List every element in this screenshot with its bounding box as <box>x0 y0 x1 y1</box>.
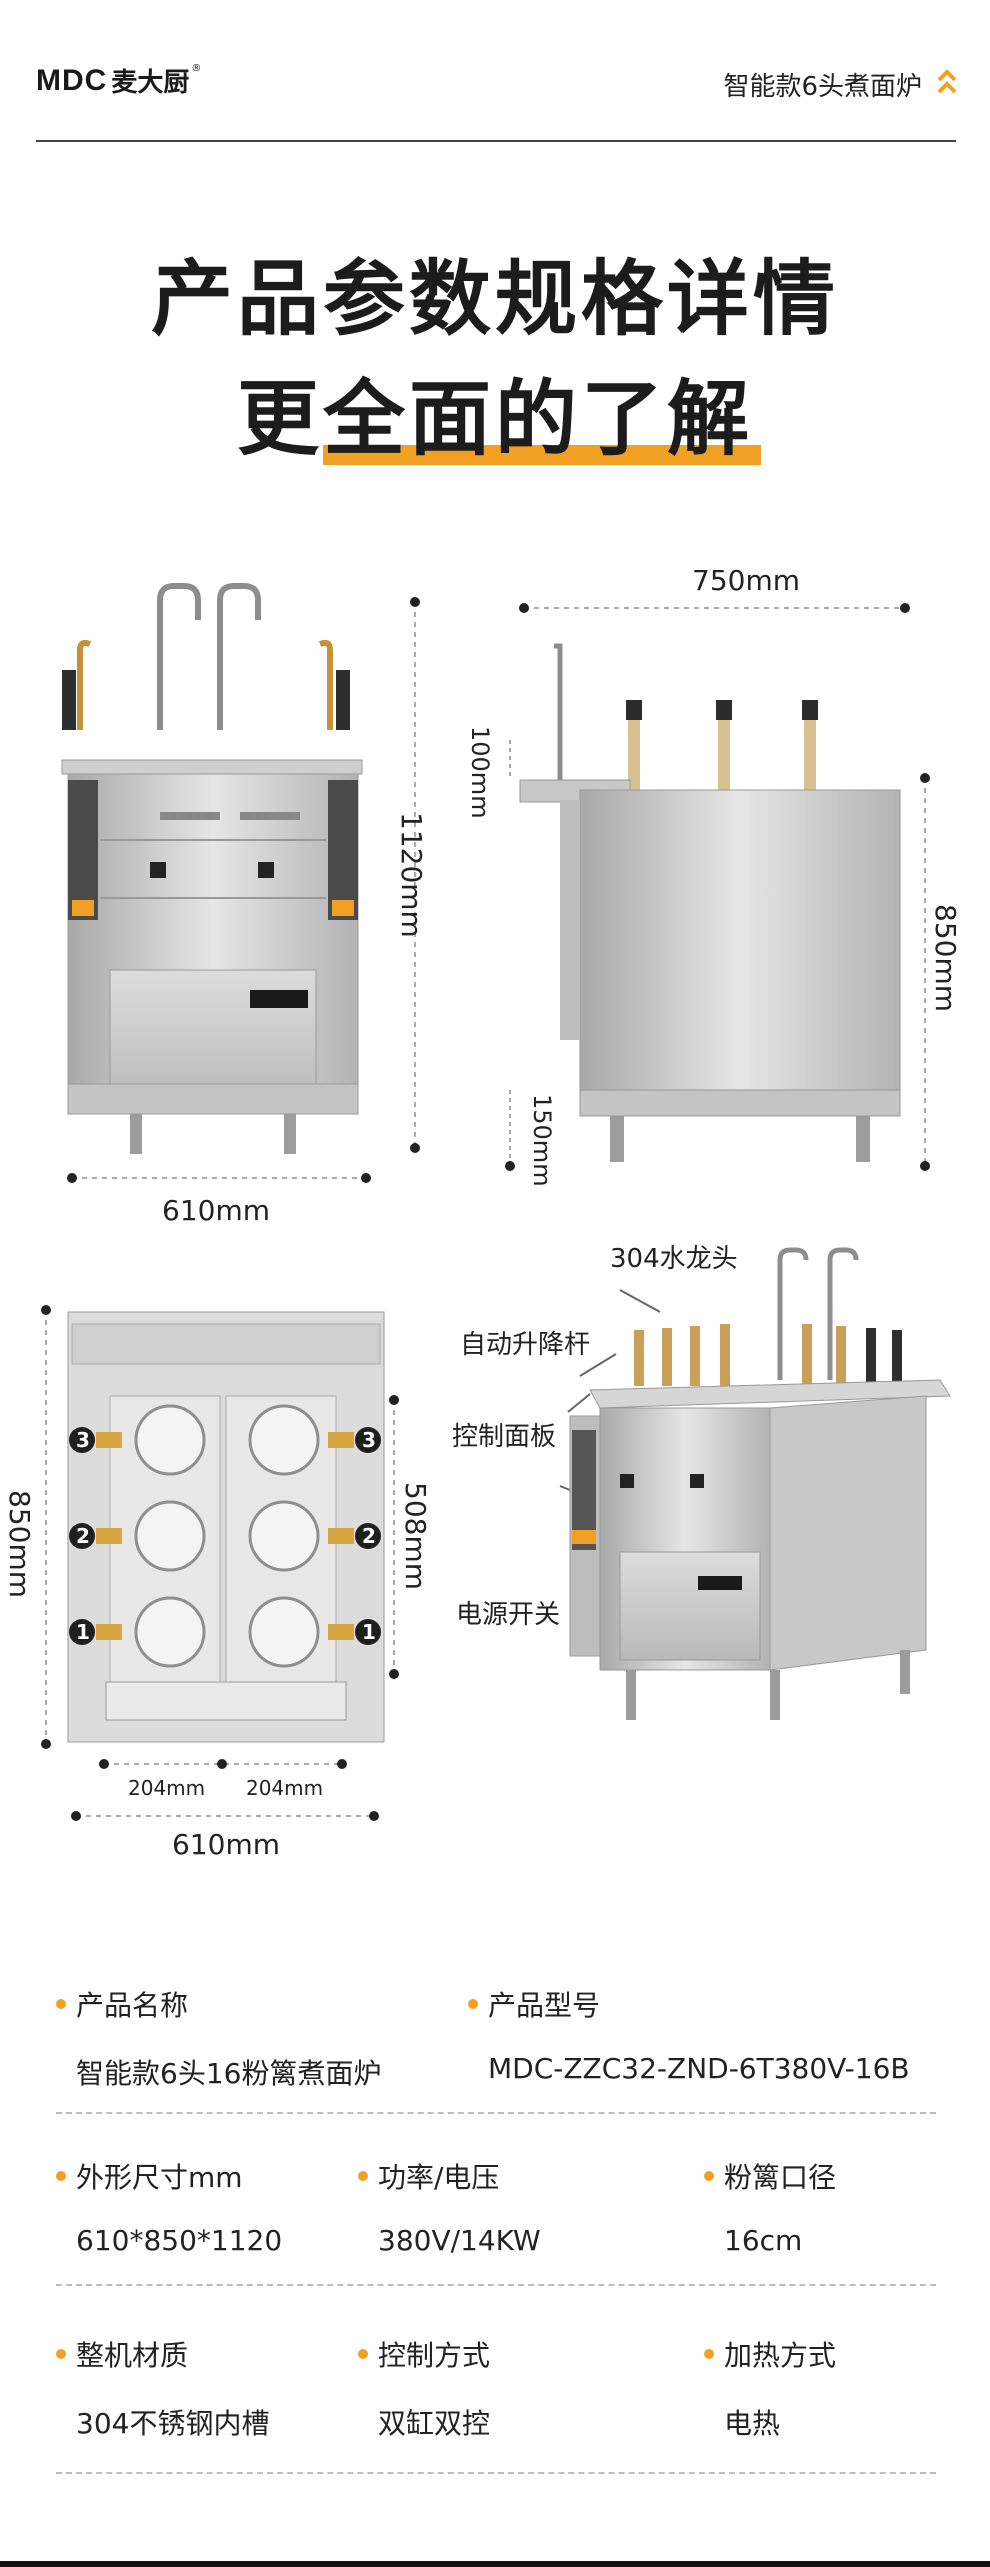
hero-title-line1: 产品参数规格详情 <box>150 252 839 347</box>
bullet-dot <box>56 2349 66 2359</box>
spec-material: 整机材质 304不锈钢内槽 <box>56 2334 269 2442</box>
spec-divider <box>56 2284 936 2286</box>
bullet-dot <box>704 2171 714 2181</box>
side-width-label: 750mm <box>692 564 800 597</box>
spec-product-model: 产品型号 MDC-ZZC32-ZND-6T380V-16B <box>468 1984 910 2085</box>
bullet-dot <box>358 2349 368 2359</box>
chevron-double-up-icon <box>937 69 957 94</box>
basket-number-right-3: 3 <box>362 1428 376 1452</box>
spec-product-name: 产品名称 智能款6头16粉篱煮面炉 <box>56 1984 381 2092</box>
side-top-label: 100mm <box>466 726 494 819</box>
top-inner-depth-label: 508mm <box>399 1482 432 1590</box>
spec-divider <box>56 2112 936 2114</box>
front-height-label: 1120mm <box>395 812 428 938</box>
registered-mark: ® <box>191 63 202 74</box>
spec-dimensions: 外形尺寸mm 610*850*1120 <box>56 2156 282 2257</box>
highlight-underline <box>323 445 762 465</box>
basket-number-left-3: 3 <box>76 1428 90 1452</box>
bullet-dot <box>358 2171 368 2181</box>
top-depth-label: 850mm <box>3 1490 36 1598</box>
brand-logo: MDC 麦大厨 ® <box>36 62 201 99</box>
top-width-label: 610mm <box>172 1828 280 1861</box>
basket-number-right-1: 1 <box>362 1620 376 1644</box>
hero-title-line2: 更全面的了解 <box>0 352 990 471</box>
spec-power-voltage: 功率/电压 380V/14KW <box>358 2156 541 2257</box>
brand-name: 麦大厨 <box>111 68 190 98</box>
bullet-dot <box>468 1999 478 2009</box>
front-dimension-lines <box>67 597 420 1183</box>
basket-number-left-1: 1 <box>76 1620 90 1644</box>
basket-number-left-2: 2 <box>76 1524 90 1548</box>
spec-basket-diameter: 粉篱口径 16cm <box>704 2156 836 2257</box>
spec-divider <box>56 2472 936 2474</box>
side-height-label: 850mm <box>929 904 962 1012</box>
side-leg-label: 150mm <box>528 1094 556 1187</box>
header-product-name: 智能款6头煮面炉 <box>723 72 922 102</box>
brand-mark: MDC <box>36 63 108 97</box>
side-view-diagram <box>505 603 930 1171</box>
bullet-dot <box>56 1999 66 2009</box>
page-header: MDC 麦大厨 ® 智能款6头煮面炉 <box>0 0 990 142</box>
basket-number-right-2: 2 <box>362 1524 376 1548</box>
front-view-diagram <box>61 583 363 1154</box>
hero-title-highlight: 全面的了解 <box>323 352 762 471</box>
header-divider <box>36 140 956 142</box>
callout-control-panel: 控制面板 <box>452 1422 557 1452</box>
callout-faucet: 304水龙头 <box>610 1244 738 1274</box>
front-width-label: 610mm <box>162 1194 270 1227</box>
bullet-dot <box>704 2349 714 2359</box>
hero-title-prefix: 更 <box>236 372 323 467</box>
top-basket-right-label: 204mm <box>246 1776 324 1800</box>
spec-control-method: 控制方式 双缸双控 <box>358 2334 490 2442</box>
callout-lift-rod: 自动升降杆 <box>460 1330 591 1360</box>
spec-heating-method: 加热方式 电热 <box>704 2334 836 2442</box>
top-basket-left-label: 204mm <box>128 1776 206 1800</box>
callout-power-switch: 电源开关 <box>456 1600 561 1630</box>
top-view-diagram <box>41 1305 399 1821</box>
perspective-view-diagram <box>559 1247 951 1720</box>
bullet-dot <box>56 2171 66 2181</box>
footer-bar <box>0 2561 990 2567</box>
